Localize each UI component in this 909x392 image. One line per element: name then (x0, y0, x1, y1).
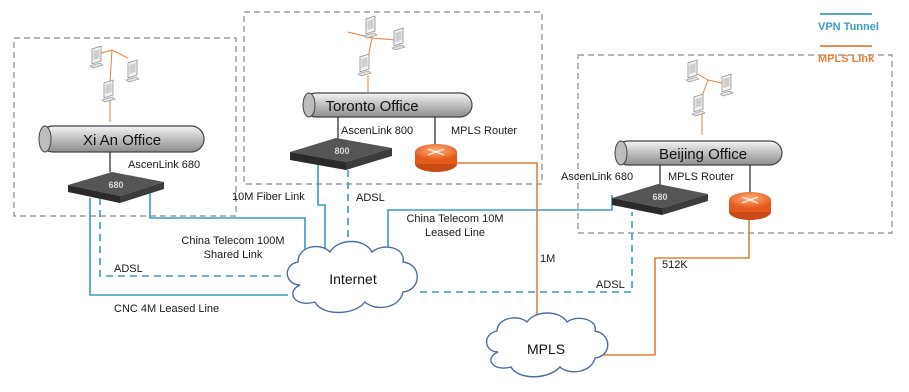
ct100-label-line1: China Telecom 100M (181, 235, 284, 247)
pc-icon (685, 59, 700, 83)
pc-icon (101, 79, 116, 103)
fiber-link-label: 10M Fiber Link (232, 191, 305, 203)
mpls-label: MPLS (527, 341, 565, 357)
beijing-office-boundary (577, 54, 893, 234)
vpn-xian-ct100 (149, 192, 306, 262)
beijing-ascenlink-device: 680 (612, 184, 708, 215)
ct100-label-line2: Shared Link (204, 249, 263, 261)
beijing-ascenlink-label: AscenLink 680 (561, 171, 633, 183)
toronto-adsl-label: ADSL (356, 192, 385, 204)
ct10-label-line2: Leased Line (425, 227, 485, 239)
xian-device-model: 680 (108, 180, 123, 190)
toronto-ascenlink-device: 800 (290, 138, 392, 170)
pc-icon (691, 93, 706, 117)
pc-icon (391, 27, 406, 51)
pc-icon (363, 15, 378, 39)
vpn-tunnels (89, 158, 633, 296)
toronto-ascenlink-label: AscenLink 800 (341, 125, 413, 137)
xian-pc-cluster (89, 45, 140, 122)
pc-icon (719, 73, 734, 97)
xian-office-bus: Xi An Office (38, 125, 205, 153)
cnc-link-label: CNC 4M Leased Line (114, 303, 219, 315)
vpn-beijing-adsl (420, 212, 633, 293)
xian-ascenlink-device: 680 (68, 172, 164, 203)
pc-icon (89, 45, 104, 69)
beijing-adsl-label: ADSL (596, 279, 625, 291)
xian-office-title: Xi An Office (83, 132, 161, 149)
mpls-1m-label: 1M (540, 253, 555, 265)
mpls-beijing-link (600, 218, 750, 356)
toronto-office-title: Toronto Office (325, 98, 418, 115)
toronto-mpls-router-icon (415, 144, 457, 172)
vpn-xian-cnc (89, 198, 288, 296)
toronto-device-model: 800 (334, 146, 349, 156)
toronto-router-label: MPLS Router (451, 125, 517, 137)
beijing-office-bus: Beijing Office (614, 140, 783, 166)
xian-office-boundary (13, 37, 237, 217)
toronto-office-boundary (243, 11, 543, 185)
mpls-links (437, 162, 750, 356)
beijing-pc-cluster (685, 59, 734, 135)
vpn-toronto-fiber (317, 158, 326, 262)
vpn-xian-adsl (99, 198, 282, 277)
mpls-512k-label: 512K (662, 259, 688, 271)
pc-icon (357, 53, 372, 77)
beijing-router-label: MPLS Router (668, 171, 734, 183)
beijing-mpls-router-icon (729, 192, 771, 220)
mpls-cloud: MPLS (485, 312, 609, 378)
ct10-label-line1: China Telecom 10M (406, 213, 503, 225)
toronto-office-bus: Toronto Office (302, 92, 473, 118)
beijing-office-title: Beijing Office (659, 146, 747, 163)
internet-cloud: Internet (286, 240, 418, 314)
pc-icon (125, 59, 140, 83)
beijing-device-model: 680 (652, 192, 667, 202)
legend-vpn-label: VPN Tunnel (818, 21, 879, 33)
mpls-toronto-link (437, 162, 538, 330)
xian-adsl-label: ADSL (114, 263, 143, 275)
legend-mpls-label: MPLS Link (818, 53, 875, 65)
legend: VPN Tunnel MPLS Link (818, 13, 879, 65)
internet-label: Internet (329, 271, 377, 287)
toronto-pc-cluster (347, 15, 406, 92)
xian-ascenlink-label: AscenLink 680 (128, 159, 200, 171)
